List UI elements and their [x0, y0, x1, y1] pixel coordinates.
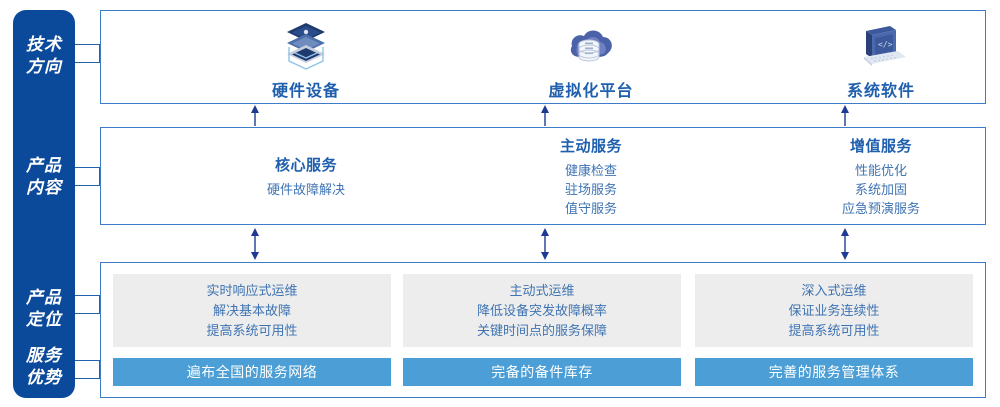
service-title-core: 核心服务	[274, 156, 337, 174]
svg-text:</>: </>	[878, 40, 893, 49]
connector-line	[99, 360, 100, 379]
position-card[interactable]: 主动式运维 降低设备突发故障概率 关键时间点的服务保障	[403, 274, 681, 347]
cloud-database-icon	[560, 17, 622, 73]
advantage-bar[interactable]: 完善的服务管理体系	[695, 358, 973, 386]
service-item: 系统加固	[854, 181, 907, 197]
product-content-panel: 核心服务 硬件故障解决 主动服务 健康检查 驻场服务 值守服务 增值服务 性能优…	[100, 127, 986, 225]
tech-label-hardware: 硬件设备	[271, 83, 340, 100]
tech-column-system-software[interactable]: </> 系统软件	[731, 11, 1000, 103]
service-item: 应急预演服务	[841, 200, 920, 216]
sidebar-item-product-content[interactable]: 产品 内容	[26, 156, 62, 197]
connector-line	[75, 167, 100, 168]
connector-line	[75, 378, 100, 379]
service-item: 值守服务	[564, 200, 617, 216]
service-item: 健康检查	[564, 162, 617, 178]
position-line: 主动式运维	[509, 282, 575, 298]
tech-column-hardware[interactable]: 硬件设备	[156, 11, 456, 103]
service-title-proactive: 主动服务	[559, 137, 622, 155]
position-card[interactable]: 深入式运维 保证业务连续性 提高系统可用性	[695, 274, 973, 347]
sidebar: 技术 方向 产品 内容 产品 定位 服务 优势	[13, 10, 75, 398]
connector-line	[75, 62, 100, 63]
service-column-value-added[interactable]: 增值服务 性能优化 系统加固 应急预演服务	[731, 128, 1000, 224]
arrow-bidirectional-left	[248, 228, 262, 265]
tech-column-virtualization[interactable]: 虚拟化平台	[441, 11, 741, 103]
sidebar-item-tech-direction[interactable]: 技术 方向	[26, 35, 62, 76]
connector-line	[75, 360, 100, 361]
advantage-bar[interactable]: 完备的备件库存	[403, 358, 681, 386]
arrow-up-system-software	[838, 105, 852, 131]
connector-line	[99, 44, 100, 63]
position-line: 实时响应式运维	[206, 282, 298, 298]
laptop-code-icon: </>	[850, 17, 912, 73]
position-line: 降低设备突发故障概率	[476, 302, 607, 318]
position-line: 解决基本故障	[212, 302, 291, 318]
service-item: 性能优化	[854, 162, 907, 178]
connector-line	[99, 167, 100, 186]
position-line: 提高系统可用性	[788, 322, 880, 338]
product-position-panel: 实时响应式运维 解决基本故障 提高系统可用性 主动式运维 降低设备突发故障概率 …	[100, 262, 986, 398]
arrow-bidirectional-center	[538, 228, 552, 265]
server-stack-icon	[275, 17, 337, 73]
service-column-proactive[interactable]: 主动服务 健康检查 驻场服务 值守服务	[441, 128, 741, 224]
connector-line	[75, 44, 100, 45]
service-column-core[interactable]: 核心服务 硬件故障解决	[156, 128, 456, 224]
arrow-up-hardware	[248, 105, 262, 131]
sidebar-item-service-advantage[interactable]: 服务 优势	[26, 346, 62, 387]
position-line: 深入式运维	[801, 282, 867, 298]
sidebar-item-product-position[interactable]: 产品 定位	[26, 288, 62, 329]
position-line: 关键时间点的服务保障	[476, 322, 607, 338]
tech-direction-panel: 硬件设备 虚拟化平台	[100, 10, 986, 104]
service-item: 硬件故障解决	[266, 181, 345, 197]
tech-label-virtualization: 虚拟化平台	[548, 83, 634, 100]
arrow-up-virtualization	[538, 105, 552, 131]
connector-line	[75, 313, 100, 314]
position-line: 提高系统可用性	[206, 322, 298, 338]
service-title-value-added: 增值服务	[849, 137, 912, 155]
position-card[interactable]: 实时响应式运维 解决基本故障 提高系统可用性	[113, 274, 391, 347]
advantage-bar[interactable]: 遍布全国的服务网络	[113, 358, 391, 386]
connector-line	[75, 295, 100, 296]
position-line: 保证业务连续性	[788, 302, 880, 318]
connector-line	[99, 295, 100, 314]
service-item: 驻场服务	[564, 181, 617, 197]
tech-label-system-software: 系统软件	[846, 83, 915, 100]
connector-line	[75, 185, 100, 186]
arrow-bidirectional-right	[838, 228, 852, 265]
